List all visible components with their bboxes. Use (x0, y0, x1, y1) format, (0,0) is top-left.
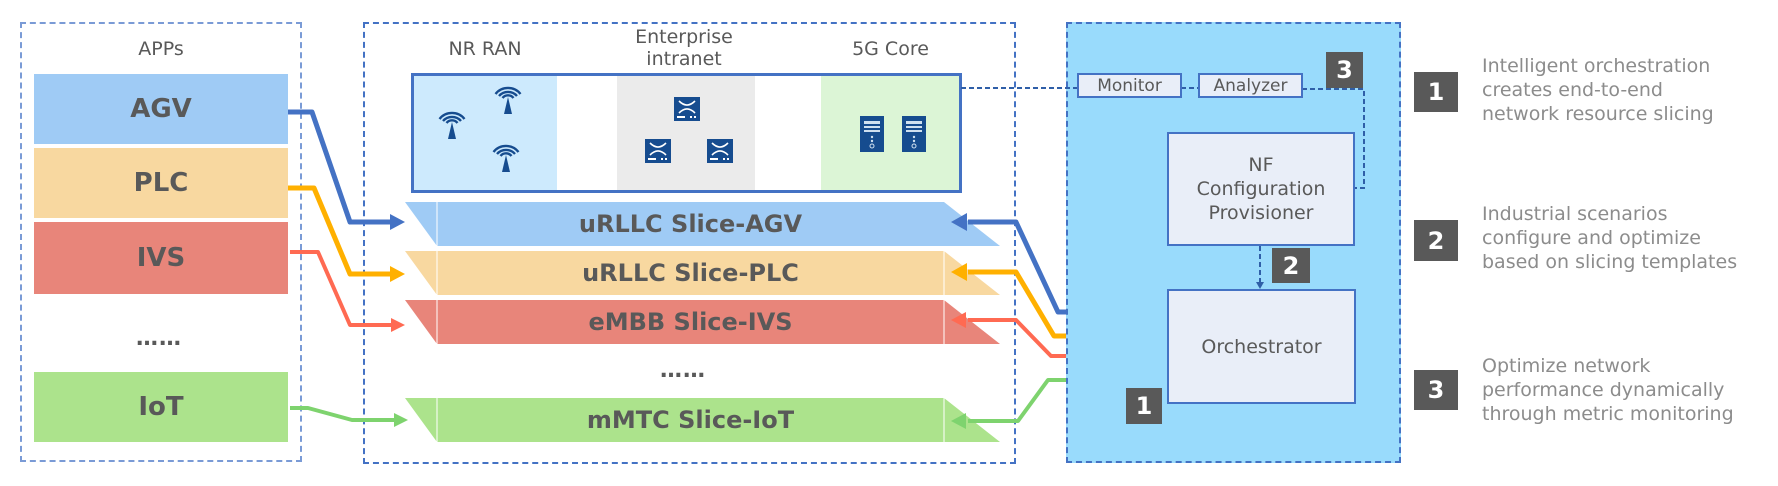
arrowhead-icon (390, 214, 405, 230)
app-label: PLC (133, 168, 189, 198)
zone-label-text: Enterprise intranet (635, 26, 733, 70)
orchestrator-box[interactable]: Orchestrator (1167, 289, 1356, 404)
slice-label-agv: uRLLC Slice-AGV (578, 210, 803, 238)
legend-badge: 1 (1414, 72, 1458, 112)
arrowhead-icon (394, 413, 408, 427)
nf-label-line: Provisioner (1208, 202, 1314, 224)
legend-text: Industrial scenarios configure and optim… (1482, 203, 1738, 273)
slice-label-ivs: eMBB Slice-IVS (588, 308, 793, 336)
app-plc[interactable]: PLC (34, 148, 288, 218)
app-label: AGV (130, 94, 192, 124)
slice-iot[interactable] (405, 398, 1000, 442)
app-agv[interactable]: AGV (34, 74, 288, 144)
zone-label-nr-ran: NR RAN (448, 38, 522, 60)
analyzer-box[interactable]: Analyzer (1198, 73, 1303, 98)
network-group (363, 22, 1016, 464)
arrowhead-icon (951, 312, 966, 328)
badge-2: 2 (1272, 248, 1310, 283)
app-ivs[interactable]: IVS (34, 222, 288, 294)
slice-label-plc: uRLLC Slice-PLC (582, 259, 799, 287)
connector-iot-left (290, 406, 400, 422)
slice-ivs[interactable] (405, 300, 1000, 344)
legend-text: Intelligent orchestration creates end-to… (1482, 55, 1714, 125)
badge-3: 3 (1326, 52, 1363, 88)
zone-5g-core[interactable] (821, 76, 959, 190)
legend-badge: 2 (1414, 220, 1458, 261)
analyzer-label: Analyzer (1213, 75, 1288, 96)
arrowhead-icon (391, 318, 405, 332)
orchestrator-label: Orchestrator (1201, 335, 1322, 358)
app-label: IoT (138, 392, 184, 422)
app-label: IVS (136, 243, 186, 273)
badge-1: 1 (1126, 388, 1162, 424)
arrowhead-icon (951, 263, 967, 281)
arrowhead-icon (390, 266, 405, 282)
app-iot[interactable]: IoT (34, 372, 288, 442)
legend-badge: 3 (1414, 370, 1458, 410)
monitor-box[interactable]: Monitor (1077, 73, 1182, 98)
zone-label-5g-core: 5G Core (852, 38, 929, 60)
arrowhead-icon (951, 413, 966, 429)
legend-text: Optimize network performance dynamically… (1482, 355, 1734, 425)
zone-label-enterprise: Enterprise intranet (614, 26, 754, 70)
zone-nr-ran[interactable] (414, 76, 557, 190)
apps-group (20, 22, 302, 462)
slice-label-iot: mMTC Slice-IoT (586, 406, 795, 434)
apps-ellipsis: …… (136, 326, 182, 351)
connector-agv-left (288, 109, 398, 225)
zone-enterprise[interactable] (617, 76, 755, 190)
nf-provisioner-box[interactable]: NF Configuration Provisioner (1167, 132, 1355, 246)
monitor-label: Monitor (1097, 75, 1162, 96)
connector-ivs-left (290, 250, 398, 327)
arrowhead-icon (951, 213, 967, 231)
slice-agv[interactable] (405, 202, 1000, 246)
apps-title: APPs (138, 38, 184, 60)
slices-ellipsis: …… (660, 358, 706, 383)
slice-plc[interactable] (405, 251, 1000, 295)
connector-plc-left (288, 185, 398, 277)
nf-label-line: NF (1248, 154, 1274, 176)
nf-label-line: Configuration (1196, 178, 1326, 200)
arrowhead-icon (1256, 282, 1264, 289)
